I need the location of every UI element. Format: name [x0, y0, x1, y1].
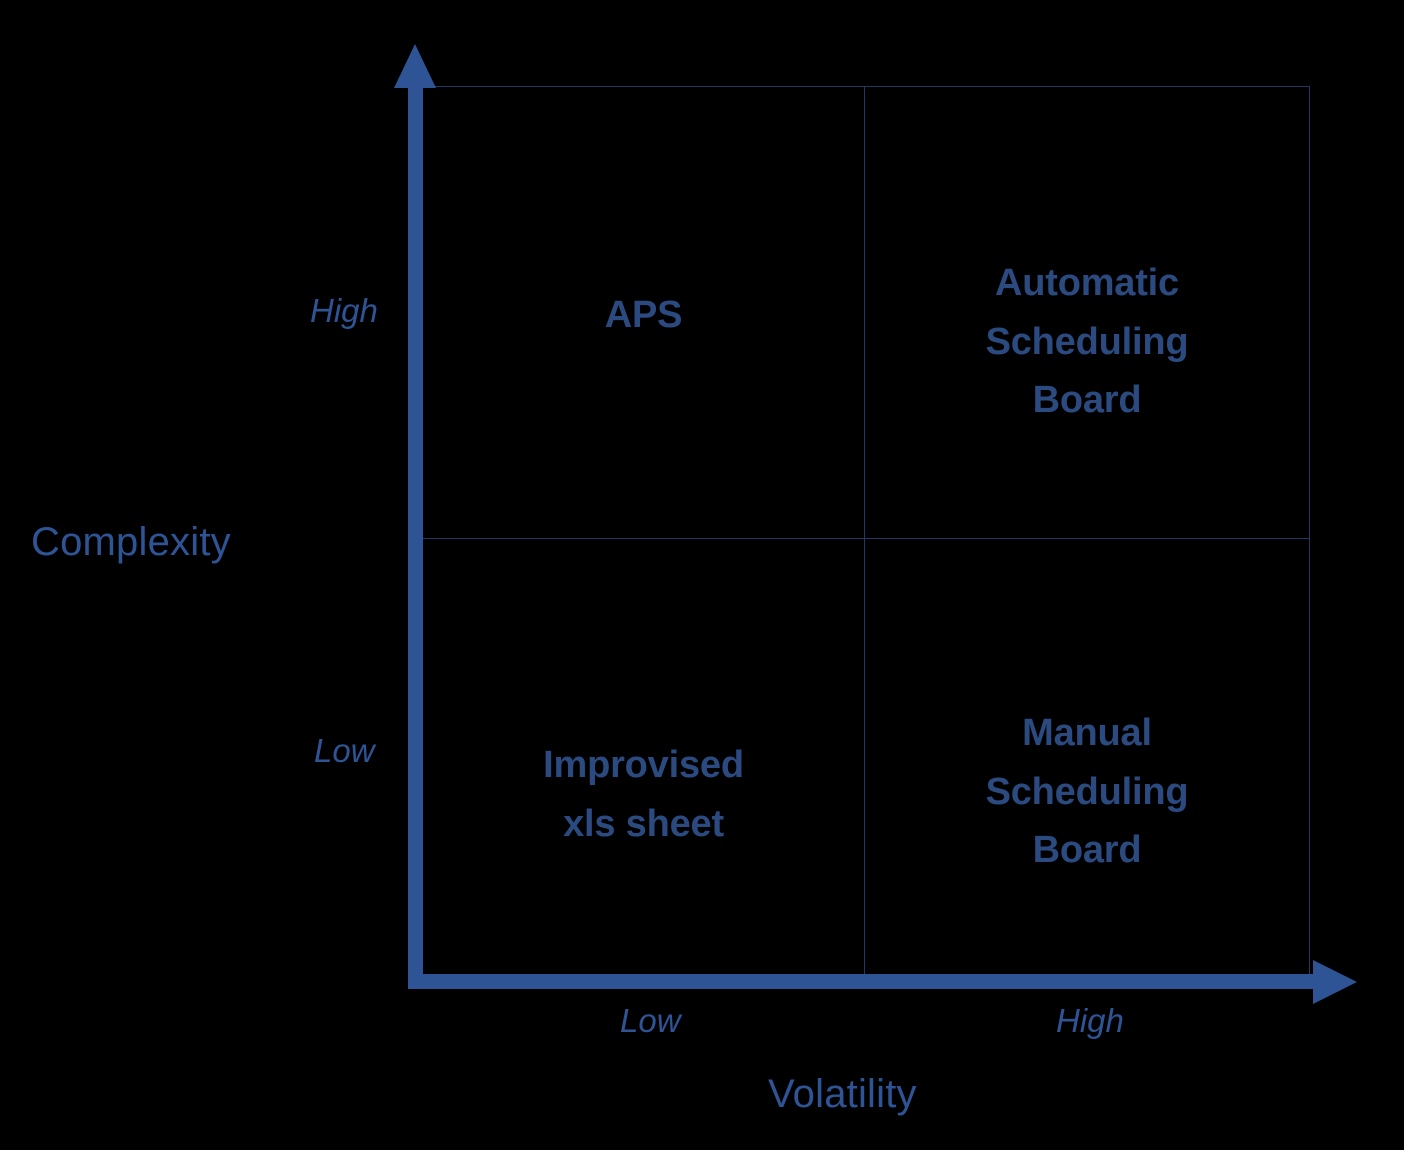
quadrant-label-line: Board — [1032, 829, 1142, 872]
x-axis-tick-high: High — [1056, 1002, 1124, 1039]
y-axis-tick-low: Low — [314, 732, 375, 769]
quadrant-label-line: Manual — [1022, 711, 1152, 754]
quadrant-label-line: Automatic — [994, 261, 1179, 304]
quadrant-label-top-left: APS — [423, 215, 864, 415]
quadrant-label-bottom-left: Improvised xls sheet — [423, 695, 864, 895]
y-axis-arrow-icon — [394, 44, 436, 88]
y-axis-line — [408, 86, 423, 989]
x-axis-title: Volatility — [768, 1072, 917, 1116]
y-axis-title: Complexity — [31, 520, 231, 564]
plot-area-border — [423, 86, 1310, 974]
quadrant-label-line: APS — [604, 293, 683, 336]
quadrant-label-line: Scheduling — [985, 770, 1189, 813]
quadrant-label-line: Board — [1032, 379, 1142, 422]
x-axis-line — [408, 974, 1315, 989]
y-axis-tick-high: High — [310, 292, 378, 329]
x-axis-tick-low: Low — [620, 1002, 681, 1039]
quadrant-divider-vertical — [864, 86, 865, 974]
x-axis-arrow-icon — [1313, 960, 1357, 1004]
quadrant-divider-horizontal — [423, 538, 1310, 539]
quadrant-label-line: xls sheet — [563, 803, 724, 845]
quadrant-label-line: Scheduling — [985, 320, 1189, 363]
quadrant-label-line: Improvised — [543, 744, 744, 787]
